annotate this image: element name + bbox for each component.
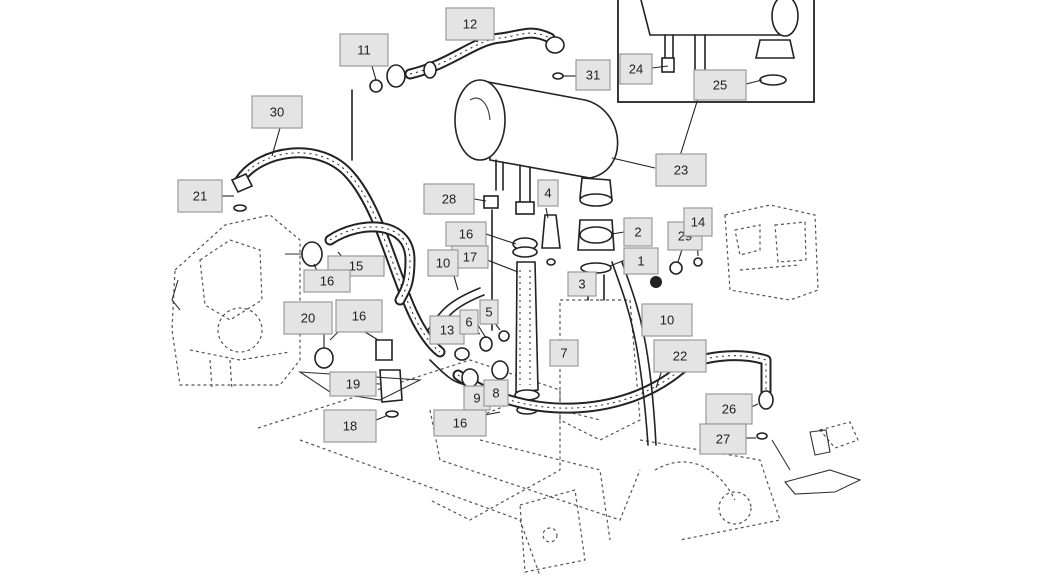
- svg-text:15: 15: [349, 259, 363, 274]
- callout-16-left: 16: [303, 269, 351, 293]
- callout-10-left: 10: [427, 249, 459, 277]
- svg-text:30: 30: [270, 105, 284, 120]
- svg-text:19: 19: [346, 377, 360, 392]
- callout-26: 26: [705, 393, 753, 425]
- callout-24: 24: [619, 53, 653, 85]
- callout-10-right: 10: [641, 303, 693, 337]
- callout-13: 13: [429, 315, 465, 345]
- callout-18: 18: [323, 409, 377, 443]
- svg-text:10: 10: [436, 256, 450, 271]
- svg-text:25: 25: [713, 78, 727, 93]
- svg-text:12: 12: [463, 17, 477, 32]
- callout-23: 23: [655, 153, 707, 187]
- callout-6: 6: [459, 309, 479, 335]
- svg-text:7: 7: [560, 346, 567, 361]
- svg-text:20: 20: [301, 311, 315, 326]
- callout-16-mid: 16: [335, 299, 383, 333]
- svg-text:28: 28: [442, 192, 456, 207]
- svg-text:27: 27: [716, 432, 730, 447]
- svg-text:9: 9: [473, 391, 480, 406]
- svg-text:24: 24: [629, 62, 643, 77]
- svg-text:5: 5: [485, 305, 492, 320]
- callout-14: 14: [683, 207, 713, 237]
- callout-25: 25: [693, 69, 747, 101]
- callout-16-bottom: 16: [433, 409, 487, 437]
- svg-text:1: 1: [637, 254, 644, 269]
- svg-text:10: 10: [660, 313, 674, 328]
- svg-text:21: 21: [193, 189, 207, 204]
- svg-text:3: 3: [578, 277, 585, 292]
- svg-text:13: 13: [440, 323, 454, 338]
- callout-31: 31: [575, 59, 611, 91]
- callout-7: 7: [549, 339, 579, 367]
- callout-11: 11: [339, 33, 389, 67]
- valve-block: [724, 204, 819, 301]
- svg-text:2: 2: [634, 225, 641, 240]
- callout-22: 22: [653, 339, 707, 373]
- callout-16-center: 16: [445, 221, 487, 247]
- callout-12: 12: [445, 7, 495, 41]
- callout-20: 20: [283, 301, 333, 335]
- callout-28: 28: [423, 183, 475, 215]
- callout-27: 27: [699, 423, 747, 455]
- callout-5: 5: [479, 299, 499, 325]
- callout-4: 4: [537, 179, 559, 207]
- center-fittings: [483, 195, 703, 415]
- svg-text:16: 16: [459, 227, 473, 242]
- accumulator-cylinder: [454, 79, 619, 207]
- callout-3: 3: [567, 271, 597, 297]
- callout-19: 19: [329, 371, 377, 397]
- svg-text:16: 16: [352, 309, 366, 324]
- svg-text:26: 26: [722, 402, 736, 417]
- inset-detail: [617, 0, 815, 103]
- svg-text:31: 31: [586, 68, 600, 83]
- callout-8: 8: [483, 379, 509, 407]
- svg-text:16: 16: [320, 274, 334, 289]
- svg-text:6: 6: [465, 315, 472, 330]
- svg-text:23: 23: [674, 163, 688, 178]
- svg-text:8: 8: [492, 386, 499, 401]
- hoses: [234, 27, 772, 446]
- callout-30: 30: [251, 95, 303, 129]
- svg-text:14: 14: [691, 215, 705, 230]
- callout-labels: 11 12 31 24 25 30 23 21 28 4 16 2 29 14 …: [177, 7, 753, 455]
- svg-text:17: 17: [463, 250, 477, 265]
- svg-text:22: 22: [673, 349, 687, 364]
- callout-2: 2: [623, 217, 653, 247]
- svg-text:11: 11: [357, 43, 371, 58]
- pump-housing: [171, 214, 301, 391]
- callout-21: 21: [177, 179, 223, 213]
- svg-text:18: 18: [343, 419, 357, 434]
- svg-text:4: 4: [544, 186, 551, 201]
- callout-1: 1: [623, 247, 659, 275]
- svg-text:16: 16: [453, 416, 467, 431]
